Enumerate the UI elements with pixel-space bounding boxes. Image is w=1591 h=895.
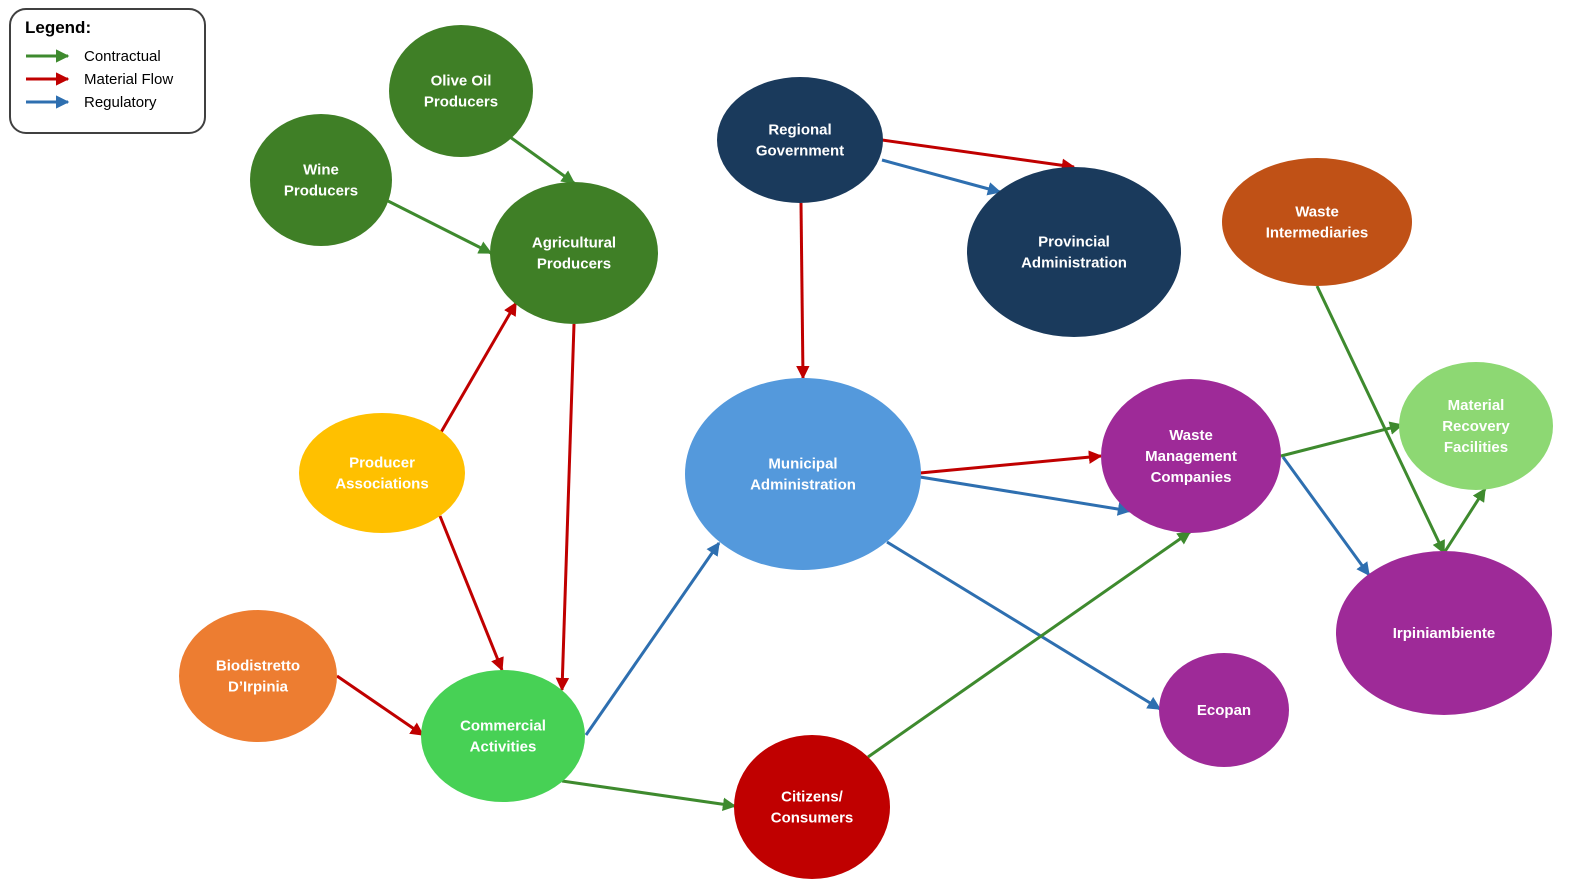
node-shape-producer_assoc: [299, 413, 465, 533]
node-label-wine: Wine: [303, 162, 339, 179]
node-shape-irpinia: [1336, 551, 1552, 715]
node-shape-commercial: [421, 670, 585, 802]
node-shape-provincial: [967, 167, 1181, 337]
node-label-waste_mgmt: Companies: [1151, 469, 1232, 486]
node-shape-bio: [179, 610, 337, 742]
node-label-irpinia: Irpiniambiente: [1393, 625, 1496, 642]
node-label-mrf: Facilities: [1444, 439, 1508, 456]
node-shape-waste_int: [1222, 158, 1412, 286]
node-label-provincial: Administration: [1021, 255, 1127, 272]
legend-label-regulatory: Regulatory: [84, 94, 157, 111]
edge-waste_mgmt-to-irpinia-regulatory: [1281, 456, 1371, 577]
edge-wine-to-agri-contractual: [387, 199, 493, 255]
node-shape-mrf: [1399, 362, 1553, 490]
edge-bio-to-commercial-material: [336, 674, 425, 737]
node-shape-waste_mgmt: [1101, 379, 1281, 533]
node-label-regional: Regional: [768, 122, 831, 139]
edge-regional-to-provincial-regulatory: [881, 158, 1002, 196]
node-label-wine: Producers: [284, 183, 358, 200]
node-shape-municipal: [685, 378, 921, 570]
node-label-citizens: Consumers: [771, 810, 854, 827]
edge-olive-to-agri-contractual: [509, 135, 576, 185]
node-label-provincial: Provincial: [1038, 234, 1110, 251]
node-label-ecopan: Ecopan: [1197, 702, 1251, 719]
node-irpinia: Irpiniambiente: [1336, 551, 1552, 715]
edge-municipal-to-waste_mgmt-material: [919, 450, 1103, 475]
edge-municipal-to-waste_mgmt-regulatory: [919, 475, 1132, 516]
edges-layer: [336, 135, 1487, 811]
edge-producer_assoc-to-commercial-material: [438, 515, 504, 672]
node-label-agri: Producers: [537, 256, 611, 273]
legend-title: Legend:: [25, 18, 91, 37]
node-label-mrf: Material: [1448, 397, 1505, 414]
node-label-olive: Olive Oil: [431, 73, 492, 90]
node-shape-olive: [389, 25, 533, 157]
node-label-agri: Agricultural: [532, 235, 616, 252]
node-shape-ecopan: [1159, 653, 1289, 767]
node-label-municipal: Municipal: [768, 456, 837, 473]
node-label-producer_assoc: Associations: [335, 476, 428, 493]
nodes-layer: Olive OilProducersWineProducersAgricultu…: [179, 25, 1553, 879]
node-shape-regional: [717, 77, 883, 203]
edge-agri-to-commercial-material: [555, 323, 576, 692]
node-label-municipal: Administration: [750, 477, 856, 494]
edge-waste_int-to-irpinia-contractual: [1315, 285, 1446, 555]
legend-label-material: Material Flow: [84, 71, 173, 88]
node-label-commercial: Activities: [470, 739, 537, 756]
node-ecopan: Ecopan: [1159, 653, 1289, 767]
edge-citizens-to-waste_mgmt-contractual: [867, 530, 1192, 759]
edge-irpinia-to-mrf-contractual: [1442, 487, 1487, 554]
node-shape-agri: [490, 182, 658, 324]
node-shape-citizens: [734, 735, 890, 879]
node-shape-wine: [250, 114, 392, 246]
node-label-producer_assoc: Producer: [349, 455, 415, 472]
edge-commercial-to-municipal-regulatory: [584, 541, 721, 736]
node-citizens: Citizens/Consumers: [734, 735, 890, 879]
node-label-waste_mgmt: Waste: [1169, 427, 1213, 444]
node-label-waste_int: Waste: [1295, 204, 1339, 221]
node-label-waste_int: Intermediaries: [1266, 225, 1369, 242]
node-label-citizens: Citizens/: [781, 789, 844, 806]
edge-producer_assoc-to-agri-material: [438, 301, 518, 435]
edge-commercial-to-citizens-contractual: [561, 779, 737, 811]
node-label-mrf: Recovery: [1442, 418, 1510, 435]
edge-waste_mgmt-to-mrf-contractual: [1280, 421, 1404, 458]
node-label-bio: D’Irpinia: [228, 679, 289, 696]
edge-regional-to-municipal-material: [796, 202, 810, 380]
node-label-commercial: Commercial: [460, 718, 546, 735]
edge-regional-to-provincial-material: [881, 138, 1076, 172]
node-label-olive: Producers: [424, 94, 498, 111]
node-label-regional: Government: [756, 143, 844, 160]
node-label-waste_mgmt: Management: [1145, 448, 1237, 465]
legend-label-contractual: Contractual: [84, 48, 161, 65]
node-label-bio: Biodistretto: [216, 658, 300, 675]
edge-municipal-to-ecopan-regulatory: [886, 540, 1162, 711]
